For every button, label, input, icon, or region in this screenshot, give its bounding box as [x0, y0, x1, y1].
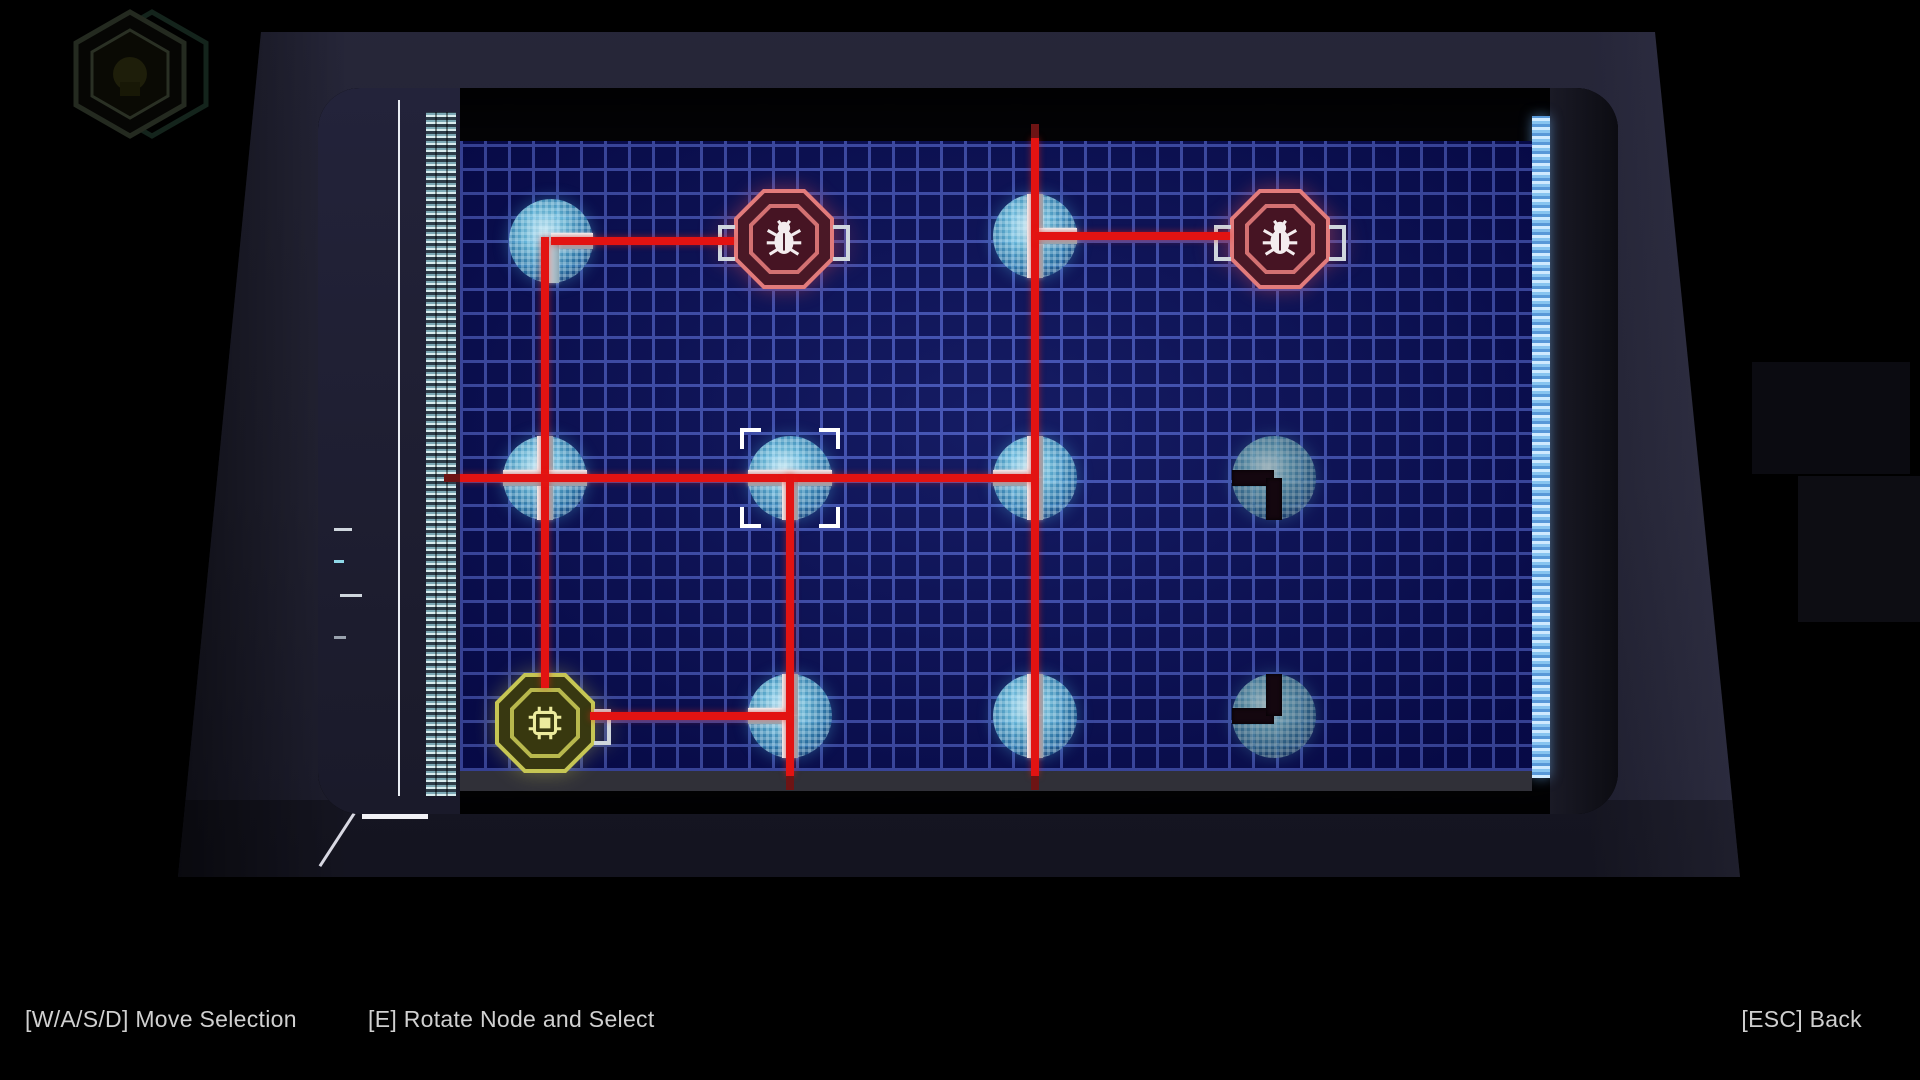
background-wall-shape [1798, 476, 1920, 622]
connector-bracket [833, 225, 850, 261]
hint-escape-back: [ESC] Back [1741, 1006, 1862, 1032]
circuit-wire [786, 474, 794, 776]
circuit-wire [1031, 138, 1039, 776]
connector-bracket [594, 709, 611, 745]
connector-bracket [1214, 225, 1231, 261]
screen-bottom-strip [460, 771, 1532, 791]
node-arm-left [1232, 470, 1274, 486]
circuit-wire [1035, 232, 1230, 240]
node-arm-up [1266, 674, 1282, 716]
circuit-wire-stub [1031, 124, 1039, 138]
node-mid-far-right[interactable] [1232, 436, 1316, 520]
circuit-wire [590, 712, 790, 720]
hacking-screen [318, 88, 1618, 814]
hint-rotate-node: [E] Rotate Node and Select [368, 1006, 655, 1032]
panel-tick [340, 594, 362, 597]
circuit-wire [551, 237, 734, 245]
hex-emblem-icon [73, 9, 209, 139]
firewall-node-1[interactable] [718, 189, 850, 289]
screen-right-strip [1532, 116, 1550, 778]
panel-tick [334, 636, 346, 639]
firewall-node-2[interactable] [1214, 189, 1346, 289]
node-arm-down [1266, 478, 1282, 520]
node-arm-left [1232, 708, 1274, 724]
screen-right-margin [1550, 88, 1618, 814]
selection-brackets [740, 428, 840, 528]
bug-icon [1257, 216, 1303, 262]
circuit-board [318, 88, 1618, 814]
panel-tick [334, 528, 352, 531]
panel-striped-bar [426, 112, 456, 796]
node-bottom-right[interactable] [1232, 674, 1316, 758]
circuit-wire-stub [444, 474, 460, 482]
circuit-wire [460, 474, 1035, 482]
panel-white-line [398, 100, 400, 796]
bug-icon [761, 216, 807, 262]
panel-tick [334, 560, 344, 563]
circuit-wire-stub [786, 776, 794, 790]
circuit-wire [541, 237, 549, 688]
hint-move-selection: [W/A/S/D] Move Selection [25, 1006, 297, 1032]
circuit-wire-stub [1031, 776, 1039, 790]
data-node[interactable] [495, 673, 611, 773]
background-wall-shape [1752, 362, 1910, 474]
chip-icon [522, 700, 568, 746]
connector-bracket [1329, 225, 1346, 261]
